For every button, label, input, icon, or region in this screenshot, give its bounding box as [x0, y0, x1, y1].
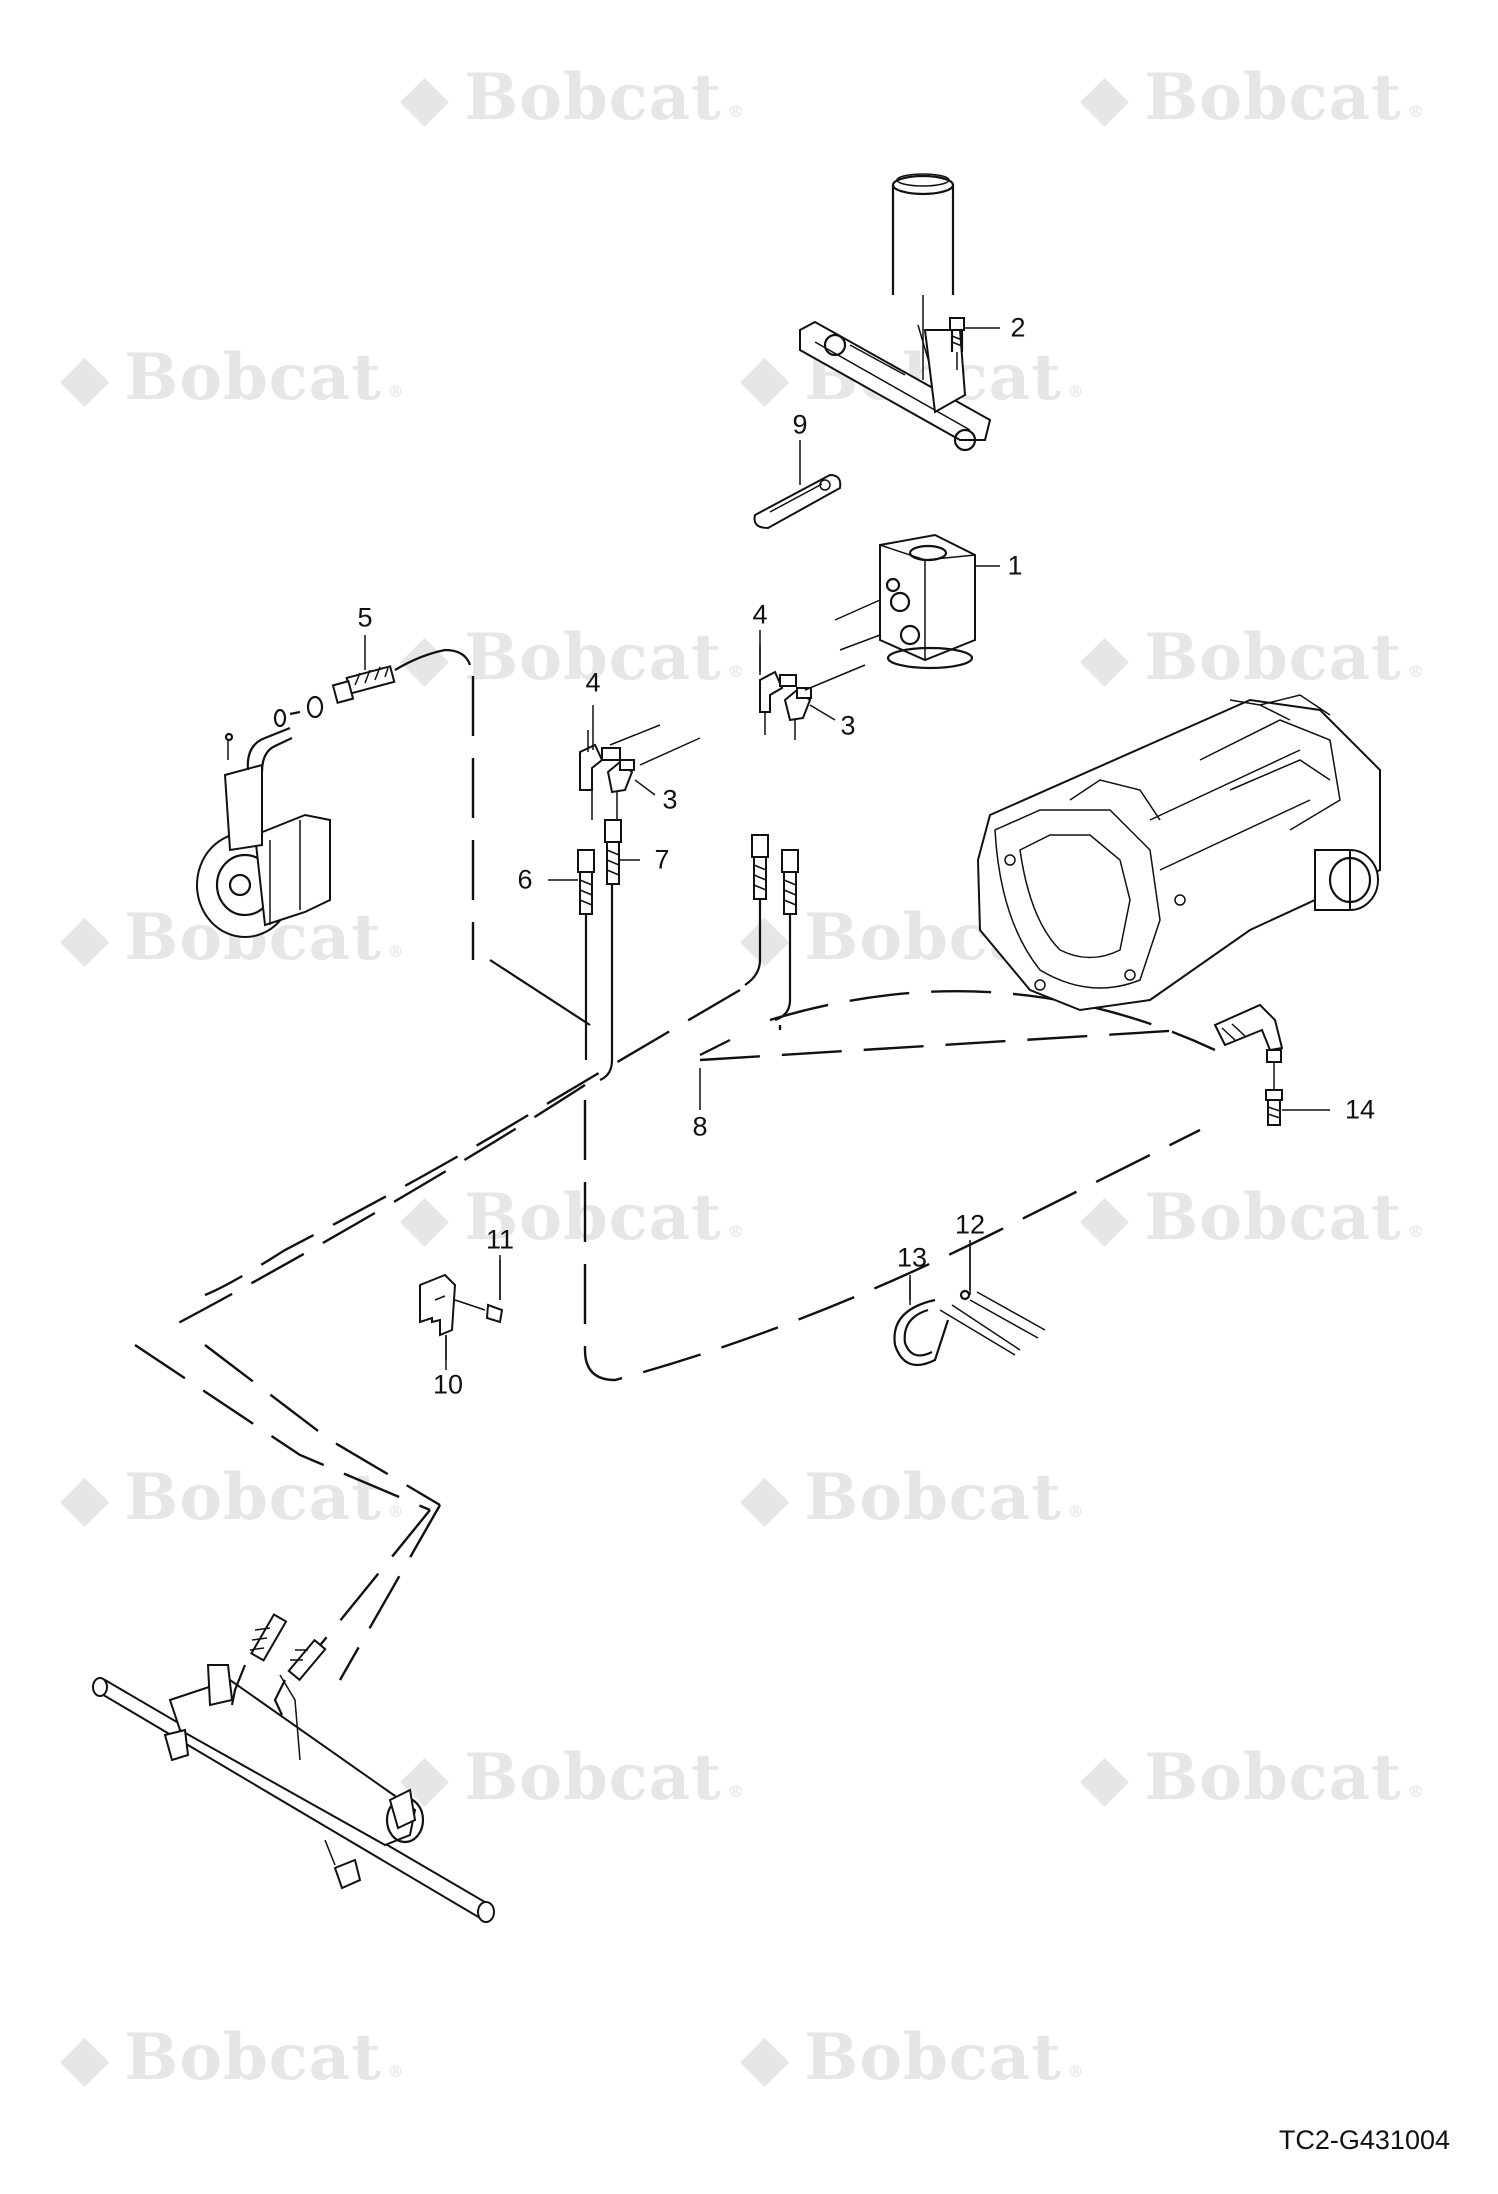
clamp-10 [419, 1260, 504, 1370]
steering-column [891, 173, 955, 380]
callout-6: 6 [517, 864, 533, 895]
hydraulic-line-routing [134, 676, 1216, 1681]
callout-7: 7 [654, 844, 670, 875]
callout-3: 3 [840, 710, 856, 741]
steering-unit [834, 533, 976, 670]
elbow-fitting-14 [1213, 1003, 1284, 1126]
elbow-fittings [579, 645, 866, 820]
callout-10: 10 [432, 1369, 464, 1400]
steering-bracket [799, 320, 992, 452]
callout-8: 8 [692, 1111, 708, 1142]
bolt-2 [949, 317, 965, 370]
callout-11: 11 [485, 1224, 515, 1255]
hydraulic-pump [196, 726, 331, 938]
callout-1: 1 [1007, 550, 1023, 581]
callout-14: 14 [1344, 1094, 1376, 1125]
cylinder-hoses [230, 1613, 327, 1716]
callout-9: 9 [792, 409, 808, 440]
callout-4: 4 [585, 667, 601, 698]
callout-3: 3 [662, 784, 678, 815]
callout-2: 2 [1010, 312, 1026, 343]
leader-lines [364, 327, 1330, 1360]
callout-13: 13 [896, 1242, 928, 1273]
hydraulic-lines [489, 884, 792, 1082]
drawing-code: TC2-G431004 [1278, 2125, 1450, 2155]
callout-5: 5 [357, 602, 373, 633]
transmission-housing [976, 694, 1381, 1012]
callout-12: 12 [954, 1209, 986, 1240]
plate-9 [753, 473, 842, 530]
callout-4: 4 [752, 599, 768, 630]
steering-cylinder [92, 1664, 495, 1923]
hose-5 [273, 648, 472, 728]
